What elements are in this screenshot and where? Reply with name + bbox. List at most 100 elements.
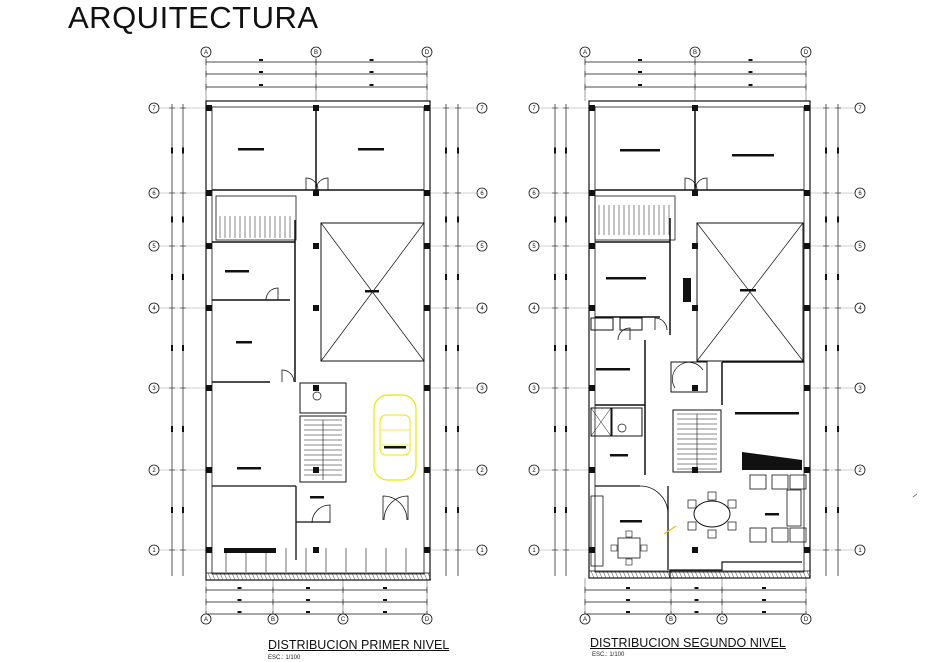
svg-text:3: 3 bbox=[532, 386, 536, 392]
stray-mark bbox=[912, 493, 918, 498]
svg-text:B: B bbox=[314, 50, 318, 56]
plan-second-level: A B D A B C D 7 7 6 6 5 5 4 4 3 3 2 2 1 1 bbox=[528, 46, 866, 625]
svg-text:7: 7 bbox=[480, 106, 484, 112]
svg-text:4: 4 bbox=[152, 306, 156, 312]
svg-text:D: D bbox=[425, 50, 430, 56]
axis-bubble: B bbox=[310, 46, 322, 58]
axis-bubble: B bbox=[665, 613, 677, 625]
axis-bubble: A bbox=[579, 613, 591, 625]
axis-bubble: 4 bbox=[854, 302, 866, 314]
axis-bubble: 4 bbox=[528, 302, 540, 314]
axis-bubble: 6 bbox=[148, 187, 160, 199]
axis-bubble: 7 bbox=[476, 102, 488, 114]
svg-text:6: 6 bbox=[532, 191, 536, 197]
svg-text:1: 1 bbox=[480, 548, 484, 554]
svg-text:7: 7 bbox=[858, 106, 862, 112]
axis-bubble: 6 bbox=[476, 187, 488, 199]
axis-bubble: A bbox=[579, 46, 591, 58]
axis-bubble: 7 bbox=[854, 102, 866, 114]
svg-text:A: A bbox=[583, 617, 587, 623]
axis-bubble: A bbox=[200, 613, 212, 625]
axis-bubble: A bbox=[200, 46, 212, 58]
dimension-lines bbox=[169, 59, 461, 617]
svg-text:6: 6 bbox=[480, 191, 484, 197]
axis-bubble: D bbox=[421, 613, 433, 625]
axis-bubble: 1 bbox=[528, 544, 540, 556]
svg-text:5: 5 bbox=[532, 244, 536, 250]
axis-bubble: 6 bbox=[528, 187, 540, 199]
axis-bubble: C bbox=[716, 613, 728, 625]
axis-bubbles: A B D A B C D 7 7 6 6 5 5 4 4 3 3 2 2 1 1 bbox=[148, 46, 488, 625]
axis-bubble: 5 bbox=[528, 240, 540, 252]
axis-bubble: 3 bbox=[528, 382, 540, 394]
axis-bubble: 4 bbox=[148, 302, 160, 314]
svg-text:4: 4 bbox=[858, 306, 862, 312]
svg-text:A: A bbox=[583, 50, 587, 56]
svg-text:B: B bbox=[669, 617, 673, 623]
axis-bubble: 6 bbox=[854, 187, 866, 199]
svg-text:3: 3 bbox=[858, 386, 862, 392]
svg-text:C: C bbox=[341, 617, 346, 623]
axis-bubble: 2 bbox=[476, 464, 488, 476]
walls bbox=[205, 100, 431, 581]
svg-text:1: 1 bbox=[532, 548, 536, 554]
axis-bubble: 2 bbox=[148, 464, 160, 476]
svg-text:7: 7 bbox=[532, 106, 536, 112]
plan-scale-first-level: ESC.: 1/100 bbox=[268, 655, 301, 661]
structural-columns bbox=[588, 105, 811, 579]
svg-text:1: 1 bbox=[858, 548, 862, 554]
svg-text:5: 5 bbox=[480, 244, 484, 250]
axis-bubble: 5 bbox=[148, 240, 160, 252]
axis-bubble: 2 bbox=[854, 464, 866, 476]
walls bbox=[588, 100, 811, 579]
axis-bubble: 4 bbox=[476, 302, 488, 314]
plan-caption-first-level: DISTRIBUCION PRIMER NIVEL bbox=[268, 638, 450, 652]
svg-text:4: 4 bbox=[480, 306, 484, 312]
axis-bubble: 2 bbox=[528, 464, 540, 476]
axis-bubble: B bbox=[267, 613, 279, 625]
axis-bubbles: A B D A B C D 7 7 6 6 5 5 4 4 3 3 2 2 1 1 bbox=[528, 46, 866, 625]
axis-bubble: D bbox=[800, 46, 812, 58]
svg-text:2: 2 bbox=[858, 468, 862, 474]
axis-bubble: 1 bbox=[148, 544, 160, 556]
axis-bubble: C bbox=[337, 613, 349, 625]
svg-text:1: 1 bbox=[152, 548, 156, 554]
dimension-lines bbox=[552, 59, 841, 617]
axis-bubble: B bbox=[689, 46, 701, 58]
parked-car bbox=[373, 394, 417, 481]
structural-columns bbox=[205, 105, 432, 581]
axis-bubble: 7 bbox=[148, 102, 160, 114]
svg-text:D: D bbox=[804, 50, 809, 56]
svg-text:D: D bbox=[425, 617, 430, 623]
plan-caption-second-level: DISTRIBUCION SEGUNDO NIVEL bbox=[590, 636, 786, 650]
svg-text:4: 4 bbox=[532, 306, 536, 312]
svg-text:2: 2 bbox=[152, 468, 156, 474]
svg-text:6: 6 bbox=[858, 191, 862, 197]
plan-scale-second-level: ESC.: 1/100 bbox=[592, 652, 625, 658]
drawing-title: ARQUITECTURA bbox=[68, 0, 319, 35]
axis-bubble: 3 bbox=[854, 382, 866, 394]
svg-text:B: B bbox=[271, 617, 275, 623]
svg-text:A: A bbox=[204, 50, 208, 56]
axis-bubble: 5 bbox=[476, 240, 488, 252]
svg-text:7: 7 bbox=[152, 106, 156, 112]
svg-text:2: 2 bbox=[480, 468, 484, 474]
axis-bubble: 1 bbox=[476, 544, 488, 556]
svg-text:B: B bbox=[693, 50, 697, 56]
axis-bubble: D bbox=[421, 46, 433, 58]
svg-text:5: 5 bbox=[152, 244, 156, 250]
axis-bubble: 3 bbox=[148, 382, 160, 394]
svg-text:5: 5 bbox=[858, 244, 862, 250]
axis-bubble: 3 bbox=[476, 382, 488, 394]
svg-text:3: 3 bbox=[480, 386, 484, 392]
axis-bubble: D bbox=[800, 613, 812, 625]
svg-text:C: C bbox=[720, 617, 725, 623]
svg-text:A: A bbox=[204, 617, 208, 623]
axis-bubble: 1 bbox=[854, 544, 866, 556]
plan-first-level: A B D A B C D 7 7 6 6 5 5 4 4 3 3 2 2 1 1 bbox=[148, 46, 488, 625]
svg-text:D: D bbox=[804, 617, 809, 623]
axis-bubble: 7 bbox=[528, 102, 540, 114]
svg-text:2: 2 bbox=[532, 468, 536, 474]
svg-text:6: 6 bbox=[152, 191, 156, 197]
